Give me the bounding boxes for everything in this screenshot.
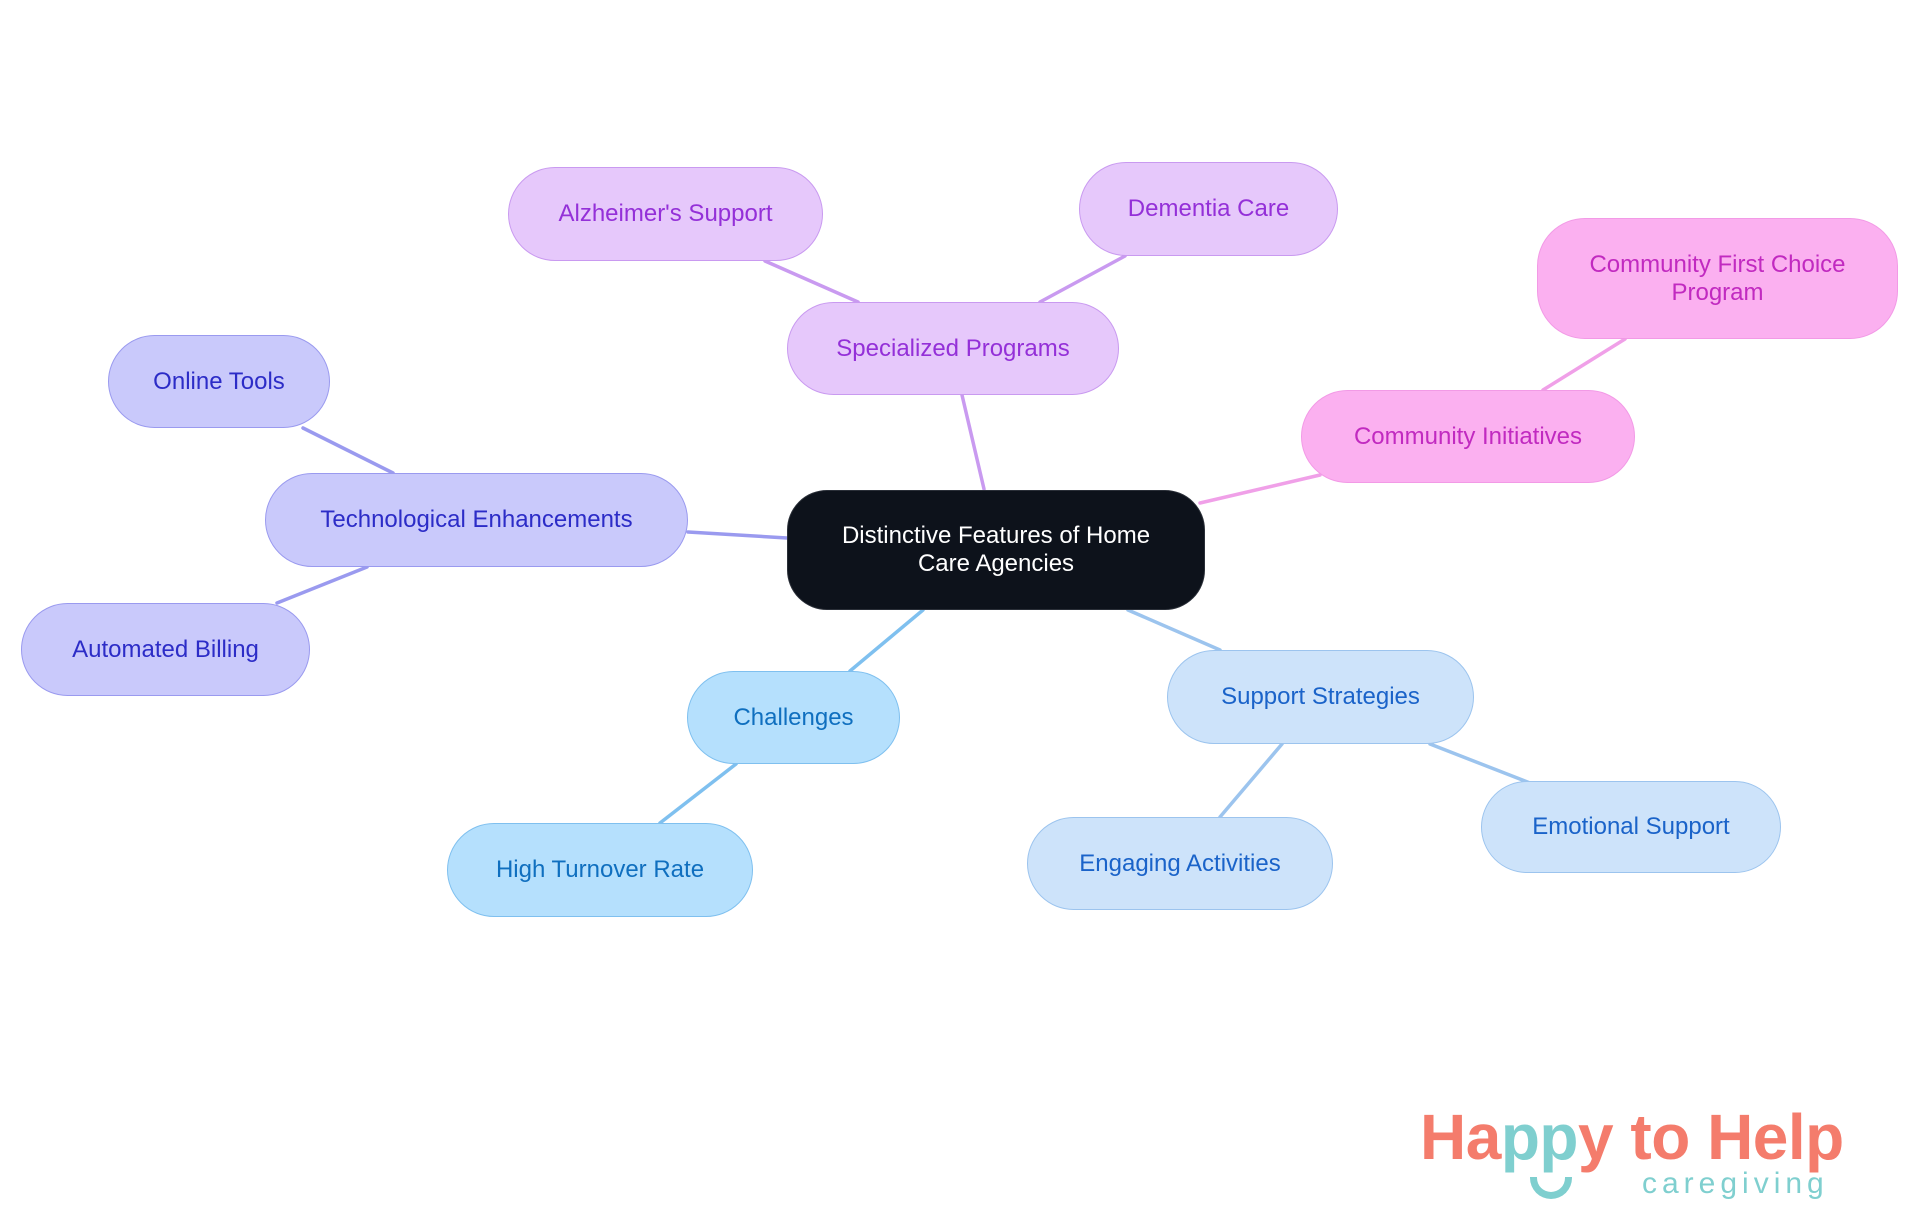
edge-tech-online	[301, 426, 395, 475]
edge-support-engaging	[1218, 742, 1284, 819]
node-label: Dementia Care	[1127, 195, 1290, 222]
logo-brand-part-2: pp	[1500, 1101, 1579, 1173]
root-node-line-2: Care Agencies	[917, 550, 1075, 577]
node-online-tools[interactable]: Online Tools	[108, 335, 330, 428]
edge-support-emotional	[1428, 742, 1532, 785]
edge-root-tech	[686, 530, 789, 540]
smile-icon	[1530, 1177, 1572, 1199]
node-support-strategies[interactable]: Support Strategies	[1167, 650, 1474, 744]
node-community-initiatives[interactable]: Community Initiatives	[1301, 390, 1635, 483]
node-emotional-support[interactable]: Emotional Support	[1481, 781, 1781, 873]
node-high-turnover-rate[interactable]: High Turnover Rate	[447, 823, 753, 917]
node-challenges[interactable]: Challenges	[687, 671, 900, 764]
node-label: High Turnover Rate	[495, 856, 705, 883]
node-label: Engaging Activities	[1079, 849, 1281, 877]
node-technological-enhancements[interactable]: Technological Enhancements	[265, 473, 688, 567]
node-label-line-2: Program	[1671, 278, 1764, 306]
node-label: Automated Billing	[72, 635, 259, 663]
logo-brand-part-3: y to Help	[1578, 1101, 1844, 1173]
node-label: Technological Enhancements	[320, 506, 633, 533]
edge-tech-billing	[275, 565, 369, 605]
root-node[interactable]: Distinctive Features of Home Care Agenci…	[787, 490, 1205, 610]
happy-to-help-logo: Happy to Help caregiving	[1420, 1105, 1890, 1210]
edge-root-specialized	[960, 393, 986, 491]
node-label: Alzheimer's Support	[558, 200, 773, 227]
edge-root-community	[1198, 473, 1322, 505]
root-node-line-1: Distinctive Features of Home	[841, 522, 1151, 549]
node-label: Specialized Programs	[836, 334, 1070, 362]
node-label: Community Initiatives	[1353, 422, 1583, 450]
edge-root-challenges	[848, 608, 925, 673]
edge-challenges-turnover	[658, 762, 738, 825]
logo-brand-text: Happy to Help	[1420, 1105, 1844, 1169]
edge-specialized-alzheimers	[763, 259, 860, 304]
edge-community-cfc	[1541, 337, 1627, 392]
node-label-line-1: Community First Choice	[1589, 250, 1846, 278]
node-label: Online Tools	[153, 367, 285, 395]
node-dementia-care[interactable]: Dementia Care	[1079, 162, 1338, 256]
node-label: Emotional Support	[1532, 813, 1730, 840]
node-automated-billing[interactable]: Automated Billing	[21, 603, 310, 696]
edge-specialized-dementia	[1038, 254, 1127, 304]
edge-root-support	[1126, 608, 1222, 652]
node-alzheimers-support[interactable]: Alzheimer's Support	[508, 167, 823, 261]
logo-tagline: caregiving	[1642, 1167, 1829, 1200]
node-community-first-choice-program[interactable]: Community First Choice Program	[1537, 218, 1898, 339]
node-specialized-programs[interactable]: Specialized Programs	[787, 302, 1119, 395]
node-engaging-activities[interactable]: Engaging Activities	[1027, 817, 1333, 910]
node-label: Challenges	[733, 703, 854, 731]
logo-brand-part-1: Ha	[1420, 1101, 1501, 1173]
node-label: Support Strategies	[1221, 683, 1420, 710]
